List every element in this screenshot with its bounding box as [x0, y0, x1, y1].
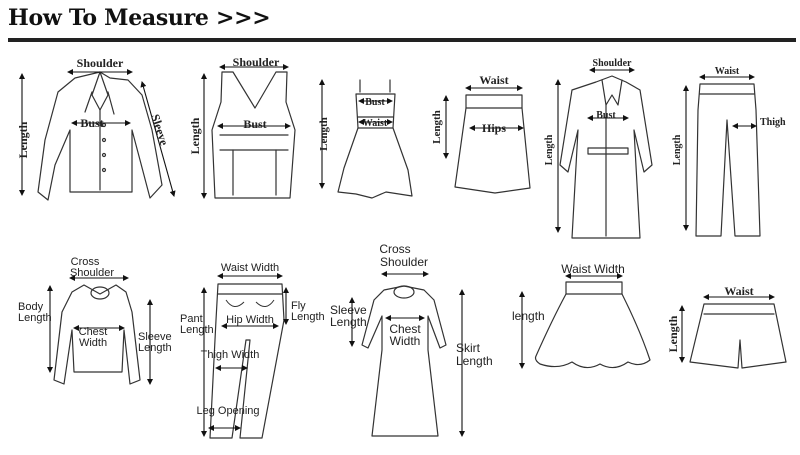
- pants-thigh-label: Thigh: [760, 117, 786, 128]
- coat-diagram: Shoulder Bust Length: [544, 58, 652, 238]
- pants-diagram: Waist Thigh Length: [672, 66, 786, 236]
- jeans-fly-label-line2: Length: [291, 311, 325, 323]
- sweater-sleeve-label-line2: Length: [138, 342, 172, 354]
- blouse-shoulder-label: Shoulder: [77, 56, 124, 70]
- tank-length-label: Length: [188, 117, 202, 154]
- skirt-waist-label: Waist: [479, 73, 508, 87]
- dress-length-label: Length: [318, 117, 330, 151]
- dress-waist-label: Waist: [363, 118, 388, 129]
- blouse-bust-label: Bust: [80, 116, 103, 130]
- jeans-thigh-width-label: Thigh Width: [201, 349, 260, 361]
- tank-diagram: Shoulder Bust Length: [188, 55, 295, 198]
- blouse-diagram: Shoulder Bust Length Sleeve: [16, 56, 174, 200]
- coat-shoulder-label: Shoulder: [593, 58, 632, 69]
- tank-bust-label: Bust: [243, 117, 266, 131]
- blouse-length-label: Length: [16, 121, 30, 158]
- sweater-diagram: Cross Shoulder Body Length Chest Width S…: [18, 256, 172, 384]
- sweater-chest-label-line2: Width: [79, 337, 107, 349]
- coat-bust-label: Bust: [596, 110, 616, 121]
- sweater-cross-label-line2: Shoulder: [70, 267, 114, 279]
- long-dress-skirt-label-line1: Skirt: [456, 341, 481, 355]
- shorts-length-label: Length: [666, 315, 680, 352]
- skirt-length-label: Length: [431, 110, 443, 144]
- coat-length-label: Length: [544, 134, 555, 165]
- jeans-hip-width-label: Hip Width: [226, 314, 274, 326]
- flare-skirt-waist-width-label: Waist Width: [561, 262, 625, 276]
- jeans-pant-label-line2: Length: [180, 324, 214, 336]
- jeans-waist-width-label: Waist Width: [221, 262, 279, 274]
- jeans-diagram: Waist Width Fly Length Pant Length Hip W…: [180, 262, 325, 438]
- dress-bust-label: Bust: [365, 97, 385, 108]
- long-dress-sleeve-label-line2: Length: [330, 315, 367, 329]
- long-dress-skirt-label-line2: Length: [456, 354, 493, 368]
- sweater-body-label-line2: Length: [18, 312, 52, 324]
- shorts-waist-label: Waist: [724, 284, 753, 298]
- skirt-diagram: Waist Hips Length: [431, 73, 530, 193]
- long-dress-diagram: Cross Shoulder Sleeve Length Chest Width…: [330, 242, 493, 436]
- jeans-leg-opening-label: Leg Opening: [197, 405, 260, 417]
- long-dress-chest-label-line2: Width: [390, 334, 421, 348]
- pants-waist-label: Waist: [715, 66, 740, 77]
- flare-skirt-length-label: length: [512, 309, 545, 323]
- shorts-diagram: Waist Length: [666, 284, 786, 368]
- skirt-hips-label: Hips: [482, 121, 506, 135]
- long-dress-cross-label-line1: Cross: [379, 242, 410, 256]
- strap-dress-diagram: Bust Waist Length: [318, 80, 412, 198]
- tank-shoulder-label: Shoulder: [233, 55, 280, 69]
- pants-length-label: Length: [672, 134, 683, 165]
- flare-skirt-diagram: Waist Width length: [512, 262, 650, 368]
- long-dress-cross-label-line2: Shoulder: [380, 255, 428, 269]
